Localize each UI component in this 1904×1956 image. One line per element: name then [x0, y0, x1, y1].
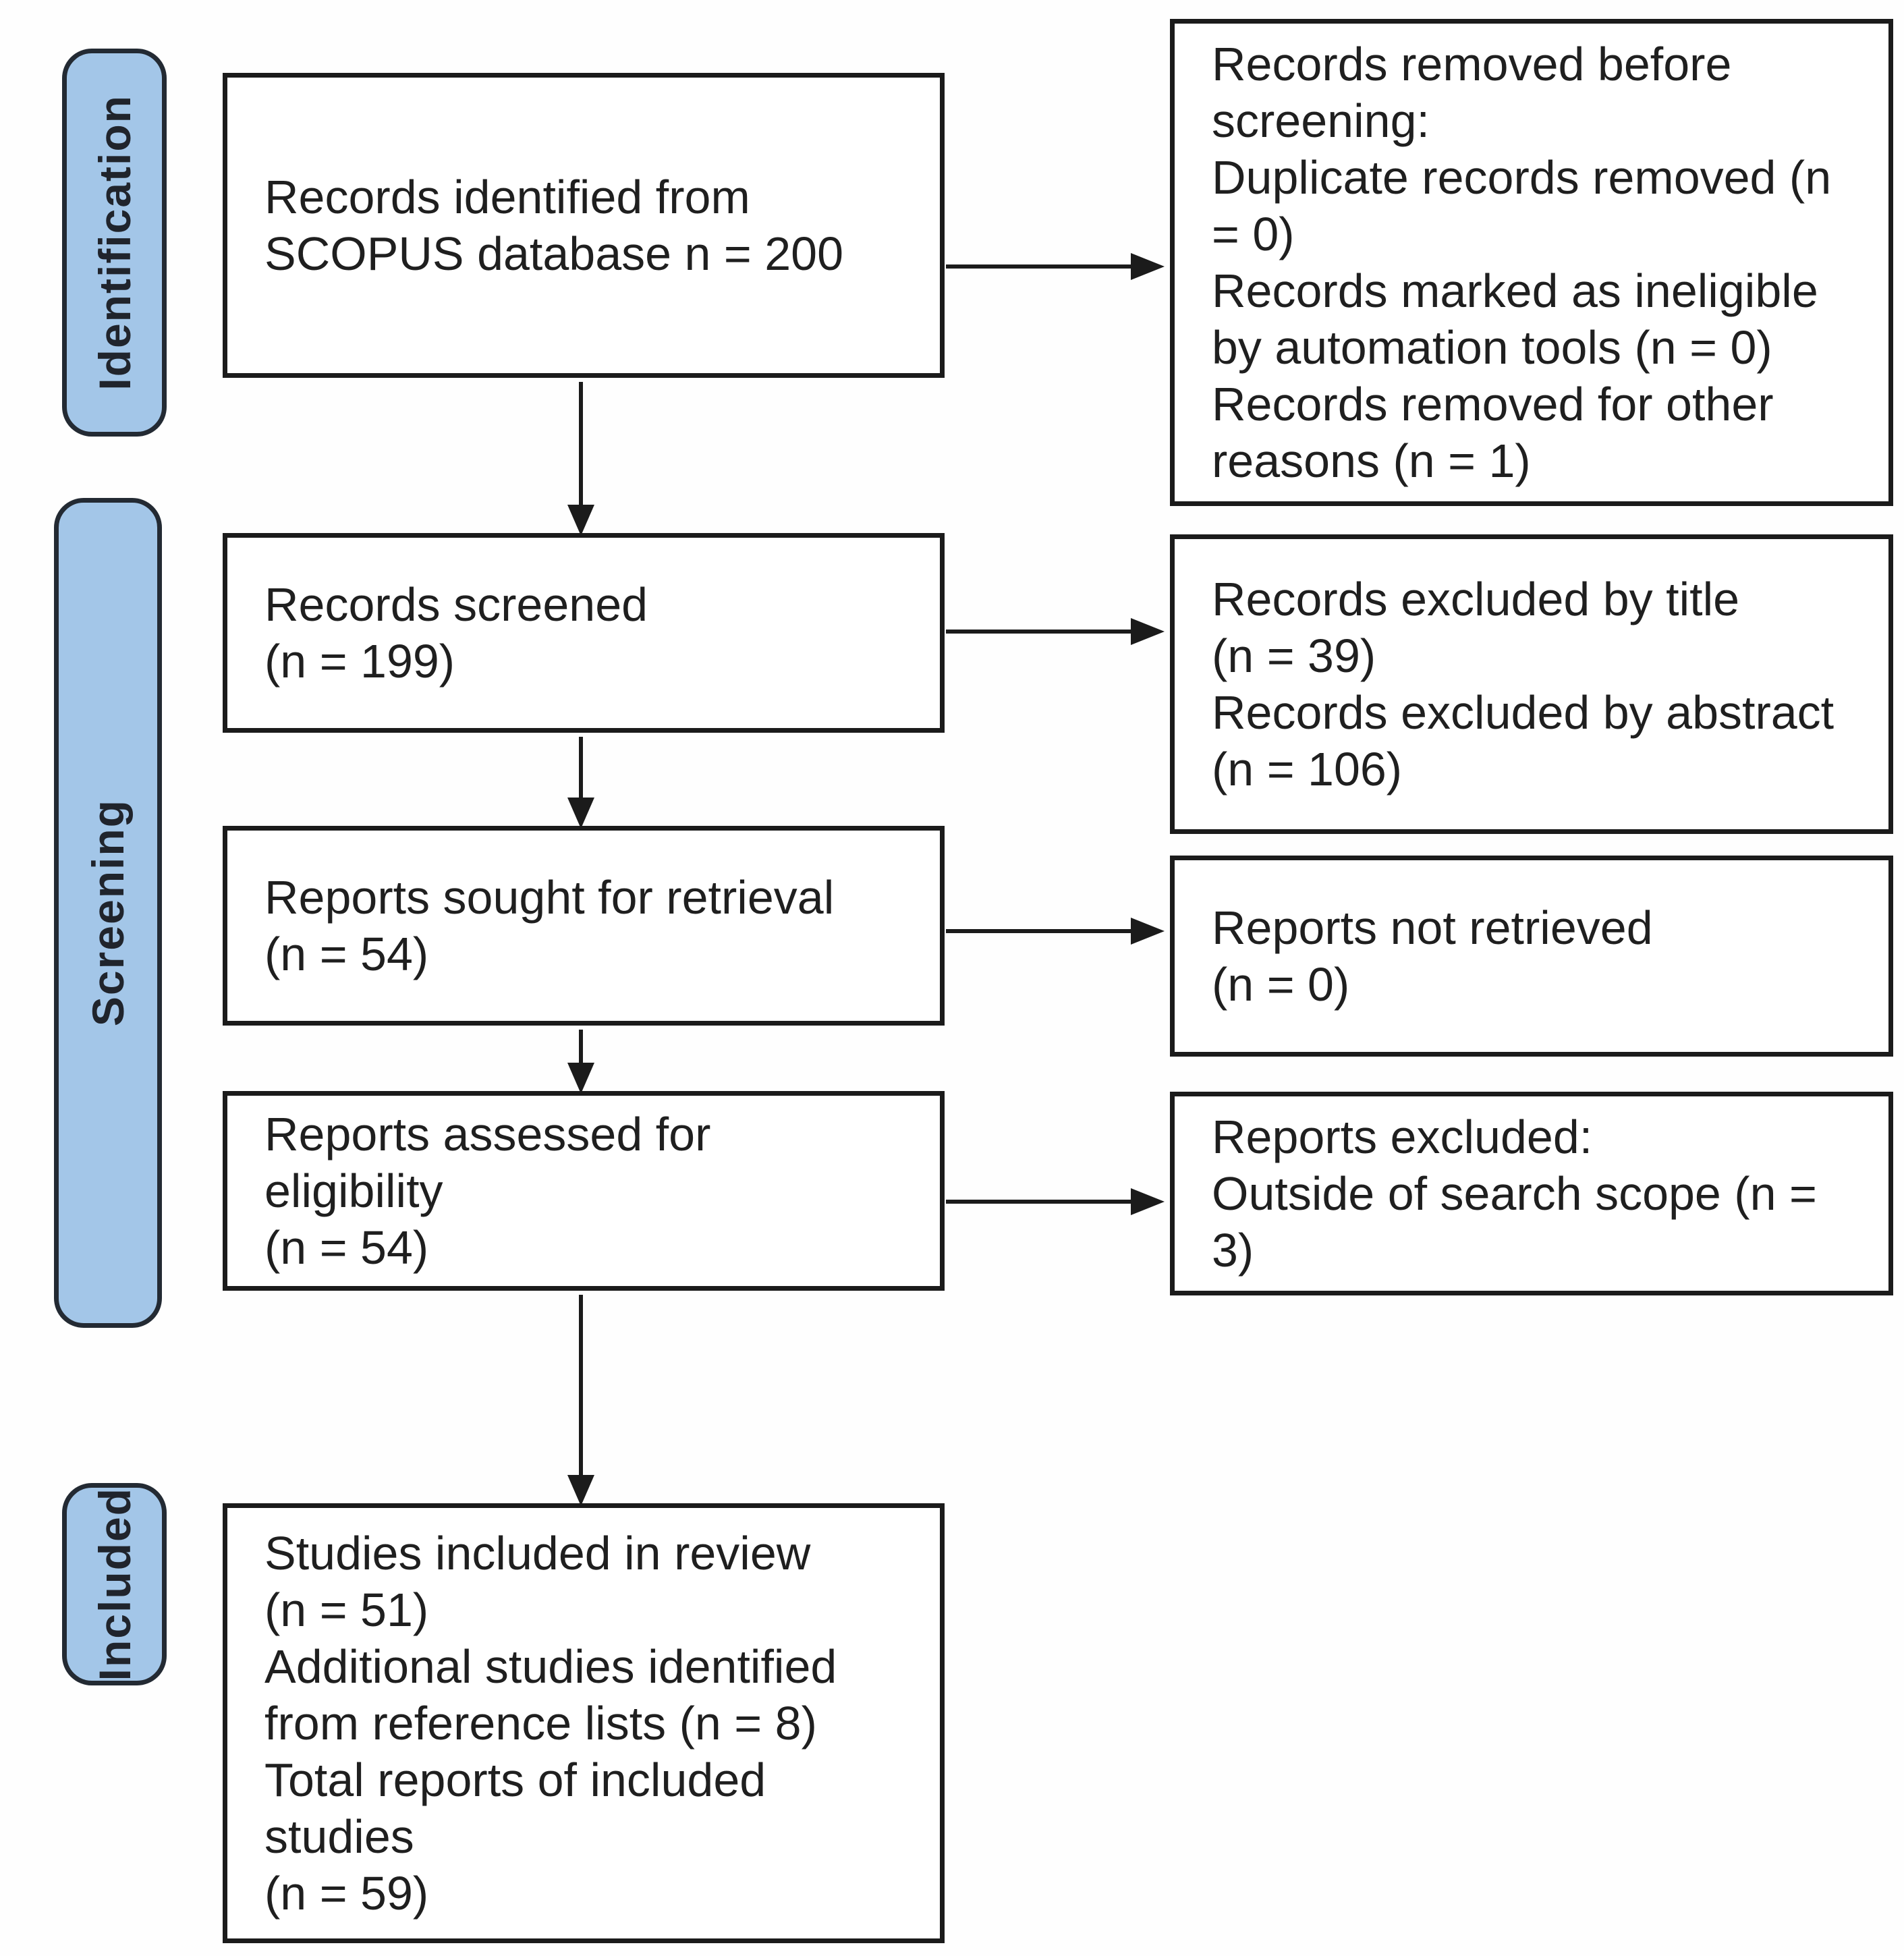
flow-box-reports-assessed-text: Reports assessed for eligibility (n = 54… — [264, 1108, 711, 1274]
arrowhead-down-icon — [567, 1475, 594, 1506]
flow-box-records-identified: Records identified from SCOPUS database … — [223, 73, 945, 378]
stage-label-screening: Screening — [83, 799, 133, 1027]
arrowhead-down-icon — [567, 505, 594, 536]
arrowhead-right-icon — [1131, 253, 1165, 280]
exclusion-box-records-removed: Records removed before screening: Duplic… — [1170, 19, 1893, 506]
arrow-line — [579, 1030, 583, 1063]
stage-pill-identification: Identification — [62, 49, 167, 437]
arrow-line — [579, 737, 583, 798]
arrowhead-right-icon — [1131, 618, 1165, 645]
arrow-line — [946, 929, 1135, 933]
flow-box-studies-included-text: Studies included in review (n = 51) Addi… — [264, 1527, 837, 1920]
arrowhead-down-icon — [567, 1063, 594, 1094]
flow-box-reports-assessed: Reports assessed for eligibility (n = 54… — [223, 1091, 945, 1291]
flow-box-records-identified-text: Records identified from SCOPUS database … — [264, 171, 844, 280]
stage-label-included: Included — [89, 1487, 140, 1681]
arrowhead-right-icon — [1131, 1188, 1165, 1215]
stage-pill-screening: Screening — [54, 498, 162, 1328]
flow-box-reports-sought: Reports sought for retrieval (n = 54) — [223, 826, 945, 1026]
flow-box-records-screened: Records screened (n = 199) — [223, 533, 945, 733]
arrow-line — [579, 382, 583, 505]
arrow-line — [946, 1200, 1135, 1204]
exclusion-box-reports-excluded: Reports excluded: Outside of search scop… — [1170, 1092, 1893, 1295]
flow-box-studies-included: Studies included in review (n = 51) Addi… — [223, 1503, 945, 1943]
arrowhead-down-icon — [567, 798, 594, 829]
arrow-line — [946, 630, 1135, 634]
exclusion-box-records-excluded-text: Records excluded by title (n = 39) Recor… — [1212, 573, 1835, 795]
exclusion-box-reports-excluded-text: Reports excluded: Outside of search scop… — [1212, 1111, 1817, 1277]
stage-label-identification: Identification — [89, 94, 140, 391]
flow-box-reports-sought-text: Reports sought for retrieval (n = 54) — [264, 871, 835, 980]
exclusion-box-records-excluded: Records excluded by title (n = 39) Recor… — [1170, 534, 1893, 834]
flow-box-records-screened-text: Records screened (n = 199) — [264, 578, 648, 688]
exclusion-box-records-removed-text: Records removed before screening: Duplic… — [1212, 38, 1832, 487]
arrow-line — [946, 264, 1135, 269]
exclusion-box-reports-not-retrieved-text: Reports not retrieved (n = 0) — [1212, 901, 1653, 1011]
arrow-line — [579, 1295, 583, 1475]
arrowhead-right-icon — [1131, 918, 1165, 945]
exclusion-box-reports-not-retrieved: Reports not retrieved (n = 0) — [1170, 856, 1893, 1057]
stage-pill-included: Included — [62, 1483, 167, 1685]
